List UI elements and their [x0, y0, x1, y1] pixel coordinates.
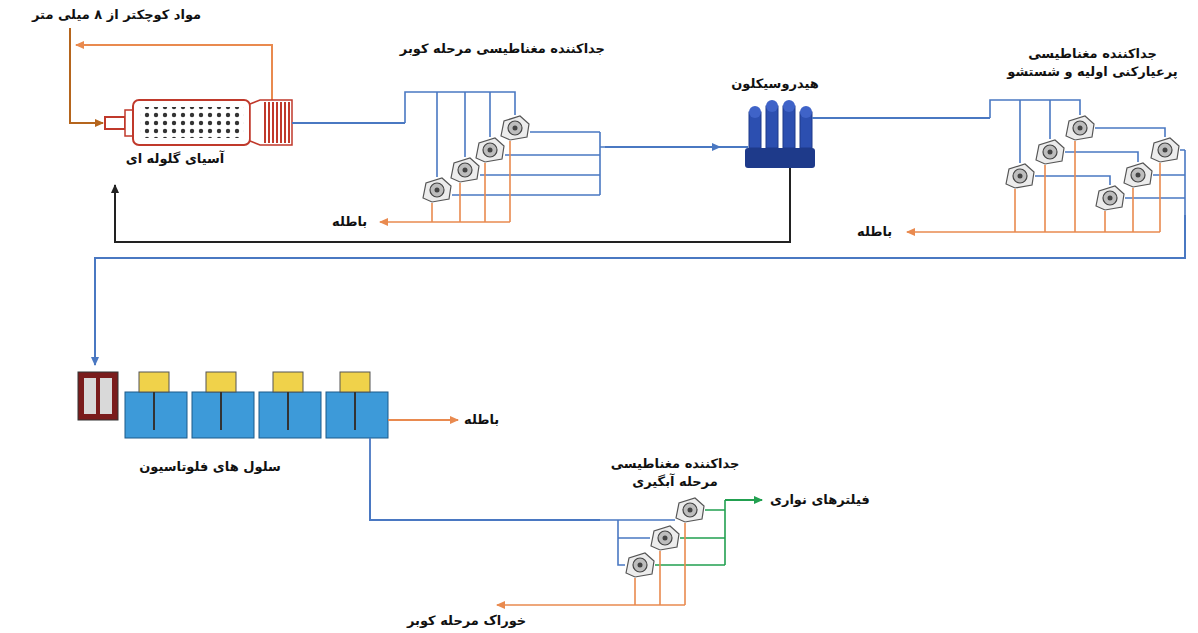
- drawing-part: [78, 372, 118, 420]
- equipment-label: جداکننده مغناطیسی مرحله آبگیری: [600, 455, 750, 491]
- drawing-part: [1036, 140, 1064, 164]
- drawing-part: [153, 392, 155, 430]
- drawing-part: [745, 148, 815, 168]
- drawing-part: [783, 106, 795, 148]
- drawing-part: [676, 498, 704, 522]
- drawing-part: [789, 168, 791, 185]
- drawing-part: [451, 158, 479, 182]
- flotation-cells: سلول های فلوتاسیون: [70, 365, 400, 480]
- drawing-part: [1066, 116, 1094, 140]
- feed-note: مواد کوچکتر از ۸ میلی متر: [30, 6, 203, 24]
- drawing-part: [273, 372, 303, 392]
- drawing-part: [125, 110, 133, 136]
- drawing-part: [133, 100, 250, 145]
- separator-group: جداکننده مغناطیسی مرحله کوبر: [405, 40, 605, 215]
- tailings-label: باطله: [855, 223, 894, 241]
- drawing-part: [626, 553, 654, 577]
- drawing-part: [292, 122, 305, 124]
- drawing-part: [76, 45, 272, 100]
- flow-line: [370, 480, 600, 520]
- product-label: فیلترهای نواری: [768, 491, 872, 509]
- drawing-part: [812, 117, 830, 119]
- drawing-part: [250, 100, 292, 145]
- drawing-part: [84, 378, 96, 414]
- drawing-part: [1151, 138, 1179, 162]
- drawing-part: [139, 372, 169, 392]
- drawing-part: [100, 378, 112, 414]
- drawing-part: [423, 178, 451, 202]
- drawing-part: [262, 102, 290, 143]
- drawing-part: [1015, 141, 1160, 232]
- flow-line: [605, 146, 720, 148]
- drawing-part: [259, 392, 321, 438]
- drawing-part: [70, 28, 103, 123]
- drawing-part: [1096, 186, 1124, 210]
- drawing-part: [783, 100, 795, 112]
- ball-mill: [105, 100, 305, 145]
- equipment-label: جداکننده مغناطیسی مرحله کوبر: [405, 40, 605, 58]
- drawing-part: [766, 100, 778, 112]
- drawing-part: [452, 132, 605, 195]
- separator-group: جداکننده مغناطیسی مرحله آبگیری: [600, 455, 750, 590]
- drawing-part: [1124, 163, 1152, 187]
- drawing-part: [369, 438, 371, 480]
- tailings-label: باطله: [462, 411, 501, 429]
- drawing-part: [725, 499, 762, 501]
- drawing-part: [192, 392, 254, 438]
- drawing-part: [326, 392, 388, 438]
- drawing-part: [907, 231, 1160, 233]
- recycle-label: خوراک مرحله کوبر: [405, 612, 528, 630]
- flow-line: [305, 122, 405, 124]
- drawing-part: [497, 604, 685, 606]
- equipment-label: هیدروسیکلون: [720, 75, 830, 93]
- drawing-part: [749, 106, 761, 118]
- equipment-label: آسیای گلوله ای: [100, 150, 250, 168]
- drawing-part: [206, 372, 236, 392]
- drawing-part: [380, 221, 510, 223]
- dewatering-separators: [497, 498, 762, 605]
- cobber-separators: [380, 92, 605, 222]
- drawing-part: [287, 392, 289, 430]
- tailings-label: باطله: [330, 213, 369, 231]
- drawing-part: [388, 419, 458, 421]
- drawing-part: [720, 146, 748, 148]
- equipment-label: جداکننده مغناطیسی پرعیارکنی اولیه و شستش…: [995, 45, 1190, 81]
- drawing-part: [354, 392, 356, 430]
- drawing-part: [125, 392, 187, 438]
- separator-group: جداکننده مغناطیسی پرعیارکنی اولیه و شستش…: [990, 45, 1192, 215]
- drawing-part: [476, 138, 504, 162]
- drawing-part: [651, 526, 679, 550]
- drawing-part: [220, 392, 222, 430]
- drawing-part: [766, 106, 778, 148]
- hydrocyclone: هیدروسیکلون: [720, 75, 830, 185]
- drawing-part: [340, 372, 370, 392]
- drawing-part: [140, 107, 244, 138]
- flotation-cells: [78, 372, 458, 480]
- flow-line: [115, 185, 790, 242]
- flow-line: [95, 215, 1185, 365]
- rougher-separators: [907, 100, 1185, 232]
- ball-mill: آسیای گلوله ای: [100, 90, 305, 185]
- hydrocyclone: [720, 100, 830, 185]
- drawing-part: [501, 116, 529, 140]
- drawing-part: [105, 117, 125, 129]
- drawing-part: [1006, 164, 1034, 188]
- drawing-part: [800, 106, 812, 118]
- flow-line: [830, 117, 990, 119]
- equipment-label: سلول های فلوتاسیون: [110, 458, 310, 476]
